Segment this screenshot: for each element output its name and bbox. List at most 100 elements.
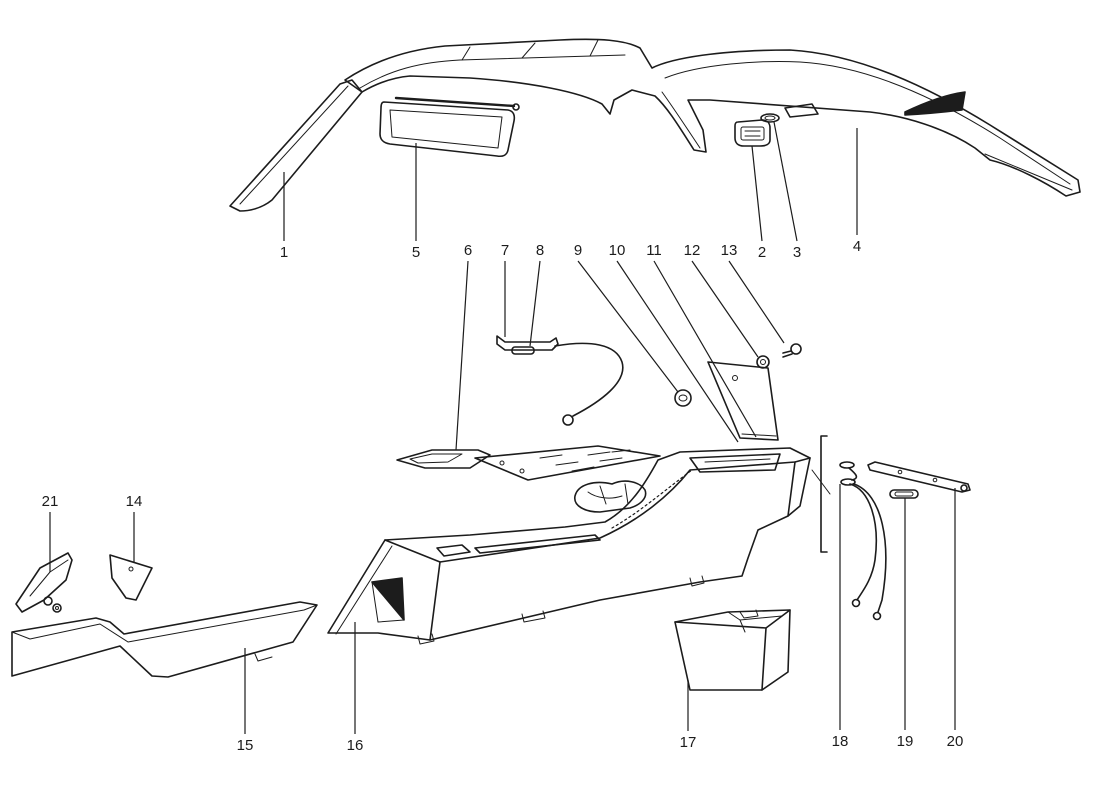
grommet-inner <box>678 394 688 402</box>
lid-outline <box>707 361 779 441</box>
dome-light-lens <box>740 126 765 141</box>
pillar-trim-edge <box>239 85 349 205</box>
tray-front-face <box>674 621 767 691</box>
console-gear-boot <box>574 480 647 513</box>
harness-terminal <box>872 611 882 621</box>
console-left-rim <box>335 545 393 635</box>
part-10-lid <box>707 361 779 441</box>
console-well-inner <box>704 458 771 463</box>
part-12-washer <box>756 355 770 369</box>
callout-20: 20 <box>947 733 964 750</box>
part-14-triangular-plate <box>109 554 153 601</box>
part-21-bracket <box>15 552 73 613</box>
trim-panel-top-edge <box>11 604 318 643</box>
clip-outline <box>511 346 535 355</box>
headliner-dark-stripe <box>904 91 966 116</box>
console-small-recess <box>436 544 471 557</box>
headliner-rear-strip <box>984 153 1073 191</box>
bracket-nut-hole <box>55 606 59 610</box>
harness-wire <box>853 483 887 613</box>
console-gear-boot-folds <box>587 483 629 505</box>
leader-line-12 <box>691 260 759 358</box>
part-6-plate <box>396 445 661 481</box>
harness-connector <box>839 461 855 469</box>
part-3-lens <box>760 113 780 123</box>
callout-5: 5 <box>412 244 420 261</box>
headliner-seam <box>589 39 599 57</box>
visor-rod <box>394 96 516 108</box>
callout-19: 19 <box>897 733 914 750</box>
part-19-clip <box>889 489 919 499</box>
callout-labels: 1 5 6 7 8 9 10 11 12 13 2 3 4 21 14 15 1… <box>42 238 964 754</box>
leader-line-9 <box>577 260 679 393</box>
part-1-pillar-trim <box>229 79 363 212</box>
console-right-edge <box>787 461 796 517</box>
console-bottom-tab <box>417 633 435 645</box>
pillar-trim-outline <box>229 79 363 212</box>
bolt-shank <box>782 350 793 358</box>
harness-link-line <box>811 469 831 495</box>
visor-body <box>379 101 516 158</box>
part-9-grommet <box>674 389 692 407</box>
leader-line-10 <box>616 260 739 443</box>
plate-hole <box>499 460 505 466</box>
callout-11: 11 <box>646 242 662 259</box>
bracket-strip <box>496 335 559 351</box>
tray-top-rim <box>674 609 791 629</box>
part-4-headliner <box>344 38 1081 197</box>
callout-3: 3 <box>793 244 801 261</box>
bracket-outline <box>15 552 73 613</box>
bracket-nut <box>52 603 62 613</box>
callout-4: 4 <box>853 238 861 255</box>
harness-wire <box>848 467 858 481</box>
lens-inner <box>764 115 776 121</box>
callout-16: 16 <box>347 737 364 754</box>
console-opening-edge <box>371 581 405 623</box>
part-17-tray-box <box>674 609 791 691</box>
headliner-front-ridge <box>359 54 626 89</box>
callout-14: 14 <box>126 493 143 510</box>
headliner-rear-flap <box>661 91 701 149</box>
harness-terminal <box>851 598 861 608</box>
callout-12: 12 <box>684 242 701 259</box>
triangular-plate-outline <box>109 554 153 601</box>
callout-9: 9 <box>574 242 582 259</box>
leader-line-3 <box>773 121 798 242</box>
console-dark-opening <box>371 577 405 621</box>
cable-ring-terminal <box>562 414 574 426</box>
callout-15: 15 <box>237 737 254 754</box>
leader-line-11 <box>653 260 757 438</box>
harness-bracket-mark <box>820 435 828 553</box>
plate-right-section <box>474 445 661 481</box>
part-2-dome-light <box>734 119 771 147</box>
leader-line-8 <box>529 260 541 347</box>
lens-outline <box>760 113 780 123</box>
console-outline <box>327 447 811 641</box>
bolt-head <box>790 343 802 355</box>
part-18-wiring-harness <box>811 435 887 621</box>
washer-hole <box>760 359 766 365</box>
console-bottom-tab <box>689 575 705 587</box>
bracket-fold-line <box>29 559 69 597</box>
strip-hole <box>932 477 938 483</box>
triangular-plate-hole <box>128 566 134 572</box>
leader-line-13 <box>728 260 785 344</box>
part-7-bracket-cable <box>496 335 624 426</box>
callout-8: 8 <box>536 242 544 259</box>
clip-outline <box>889 489 919 499</box>
headliner-opening <box>784 103 819 118</box>
part-20-mounting-strip <box>867 461 971 493</box>
tray-right-side <box>761 609 791 691</box>
dome-light-detail <box>744 130 761 137</box>
callout-21: 21 <box>42 493 59 510</box>
clip-inner <box>894 491 914 497</box>
part-16-center-console <box>327 447 811 645</box>
part-5-sun-visor <box>379 96 520 158</box>
plate-hole <box>519 468 525 474</box>
leader-line-2 <box>751 145 763 242</box>
console-bottom-tab <box>521 610 546 623</box>
strip-outline <box>867 461 971 493</box>
console-stitching <box>611 469 693 529</box>
trim-panel-tab <box>254 653 273 662</box>
plate-slot <box>409 453 463 464</box>
